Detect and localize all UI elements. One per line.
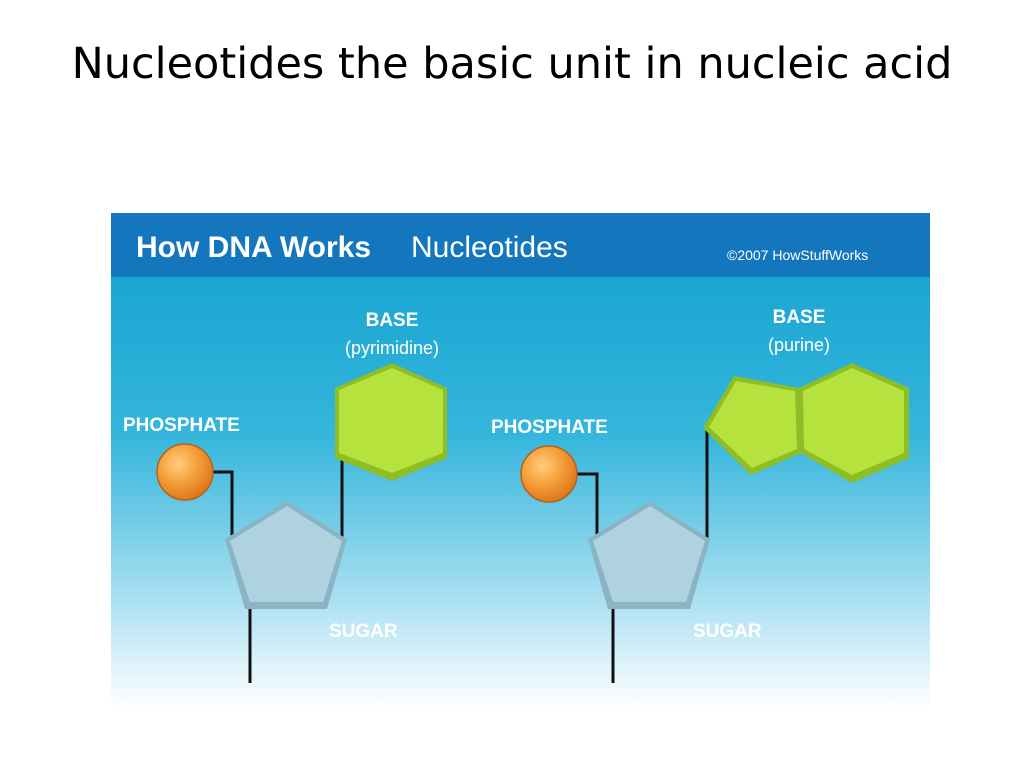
diagram-background	[111, 213, 930, 708]
sugar-face	[593, 506, 705, 602]
phosphate-bond-line	[573, 472, 599, 538]
phosphate-bond-line	[209, 470, 234, 538]
phosphate-ball	[520, 445, 578, 503]
diagram-header	[111, 213, 930, 277]
nucleotide-pyrimidine: PHOSPHATE BASE (pyrimidine) SUGAR	[123, 310, 447, 683]
phosphate-ball	[156, 443, 214, 501]
diagram-header-title: How DNA Works	[136, 231, 371, 264]
sugar-label: SUGAR	[329, 621, 398, 642]
copyright-text: ©2007 HowStuffWorks	[727, 247, 868, 263]
nucleotide-purine: PHOSPHATE BASE (purine) SUGAR	[491, 307, 909, 683]
nucleotide-diagram: How DNA Works Nucleotides ©2007 HowStuff…	[111, 213, 930, 708]
diagram-header-subtitle: Nucleotides	[411, 231, 568, 264]
base-type-label: (purine)	[768, 335, 830, 355]
purine-hexagon-face	[803, 368, 904, 475]
sugar-label: SUGAR	[693, 621, 762, 642]
sugar-face	[230, 506, 342, 602]
phosphate-label: PHOSPHATE	[123, 415, 240, 436]
base-type-label: (pyrimidine)	[345, 338, 439, 358]
base-label: BASE	[366, 310, 419, 331]
phosphate-label: PHOSPHATE	[491, 417, 608, 438]
purine-base-face	[709, 381, 797, 468]
pyrimidine-base-face	[339, 368, 443, 473]
slide-title: Nucleotides the basic unit in nucleic ac…	[71, 39, 953, 89]
base-label: BASE	[773, 307, 826, 328]
